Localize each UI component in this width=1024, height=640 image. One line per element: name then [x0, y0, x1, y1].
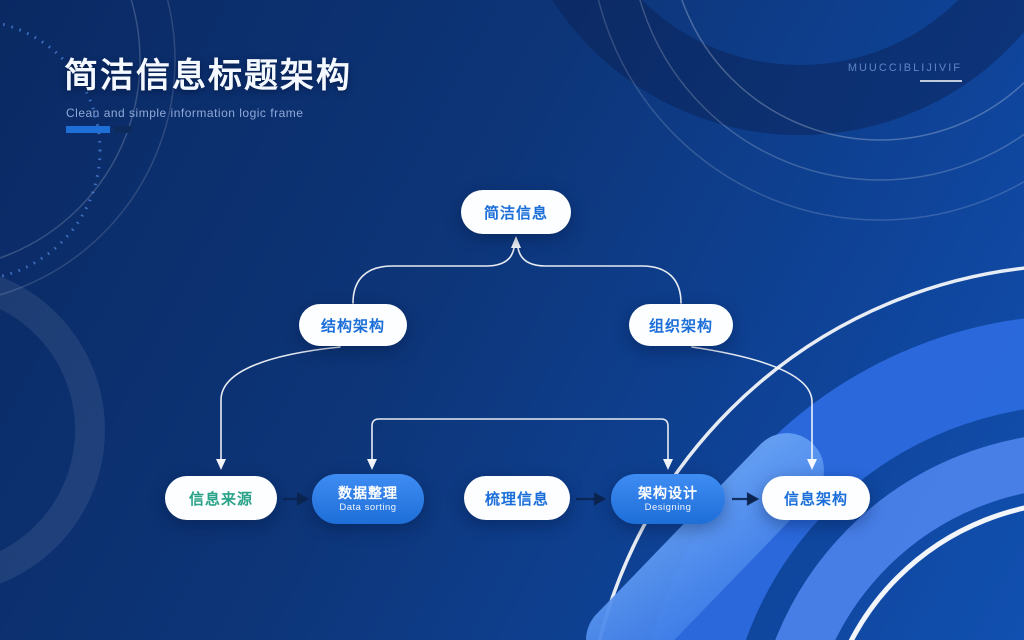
slide-subtitle: Clean and simple information logic frame — [66, 106, 304, 120]
subtitle-accent-bars — [66, 126, 132, 133]
diagram-node-step-3: 梳理信息 — [464, 476, 570, 520]
connector-right-branch-up — [517, 247, 682, 304]
connector-left-branch-up — [352, 247, 515, 304]
decor-topleft-arcs — [0, 0, 176, 584]
step-arrows — [283, 492, 760, 506]
step-2-sublabel: Data sorting — [339, 501, 397, 513]
connector-arrowheads — [216, 236, 817, 470]
diagram-node-branch-left: 结构架构 — [299, 304, 407, 346]
watermark-underline — [920, 80, 962, 82]
connector-bracket — [371, 418, 669, 461]
connector-right-down — [691, 346, 813, 461]
diagram-node-step-2: 数据整理 Data sorting — [312, 474, 424, 524]
accent-bar-dark — [114, 126, 132, 133]
diagram-node-root: 简洁信息 — [461, 190, 571, 234]
slide-title: 简洁信息标题架构 — [64, 57, 352, 95]
connector-left-down — [220, 346, 341, 461]
watermark-text: MUUCCIBLIJIVIF — [847, 62, 962, 74]
step-4-sublabel: Designing — [644, 501, 692, 513]
diagram-node-step-1: 信息来源 — [165, 476, 277, 520]
diagram-node-step-4: 架构设计 Designing — [611, 474, 725, 524]
decor-topright-swirls — [552, 0, 1024, 221]
step-4-label: 架构设计 — [638, 484, 698, 501]
diagram-node-step-5: 信息架构 — [762, 476, 870, 520]
step-2-label: 数据整理 — [338, 484, 398, 501]
accent-bar-blue — [66, 126, 110, 133]
diagram-node-branch-right: 组织架构 — [629, 304, 733, 346]
